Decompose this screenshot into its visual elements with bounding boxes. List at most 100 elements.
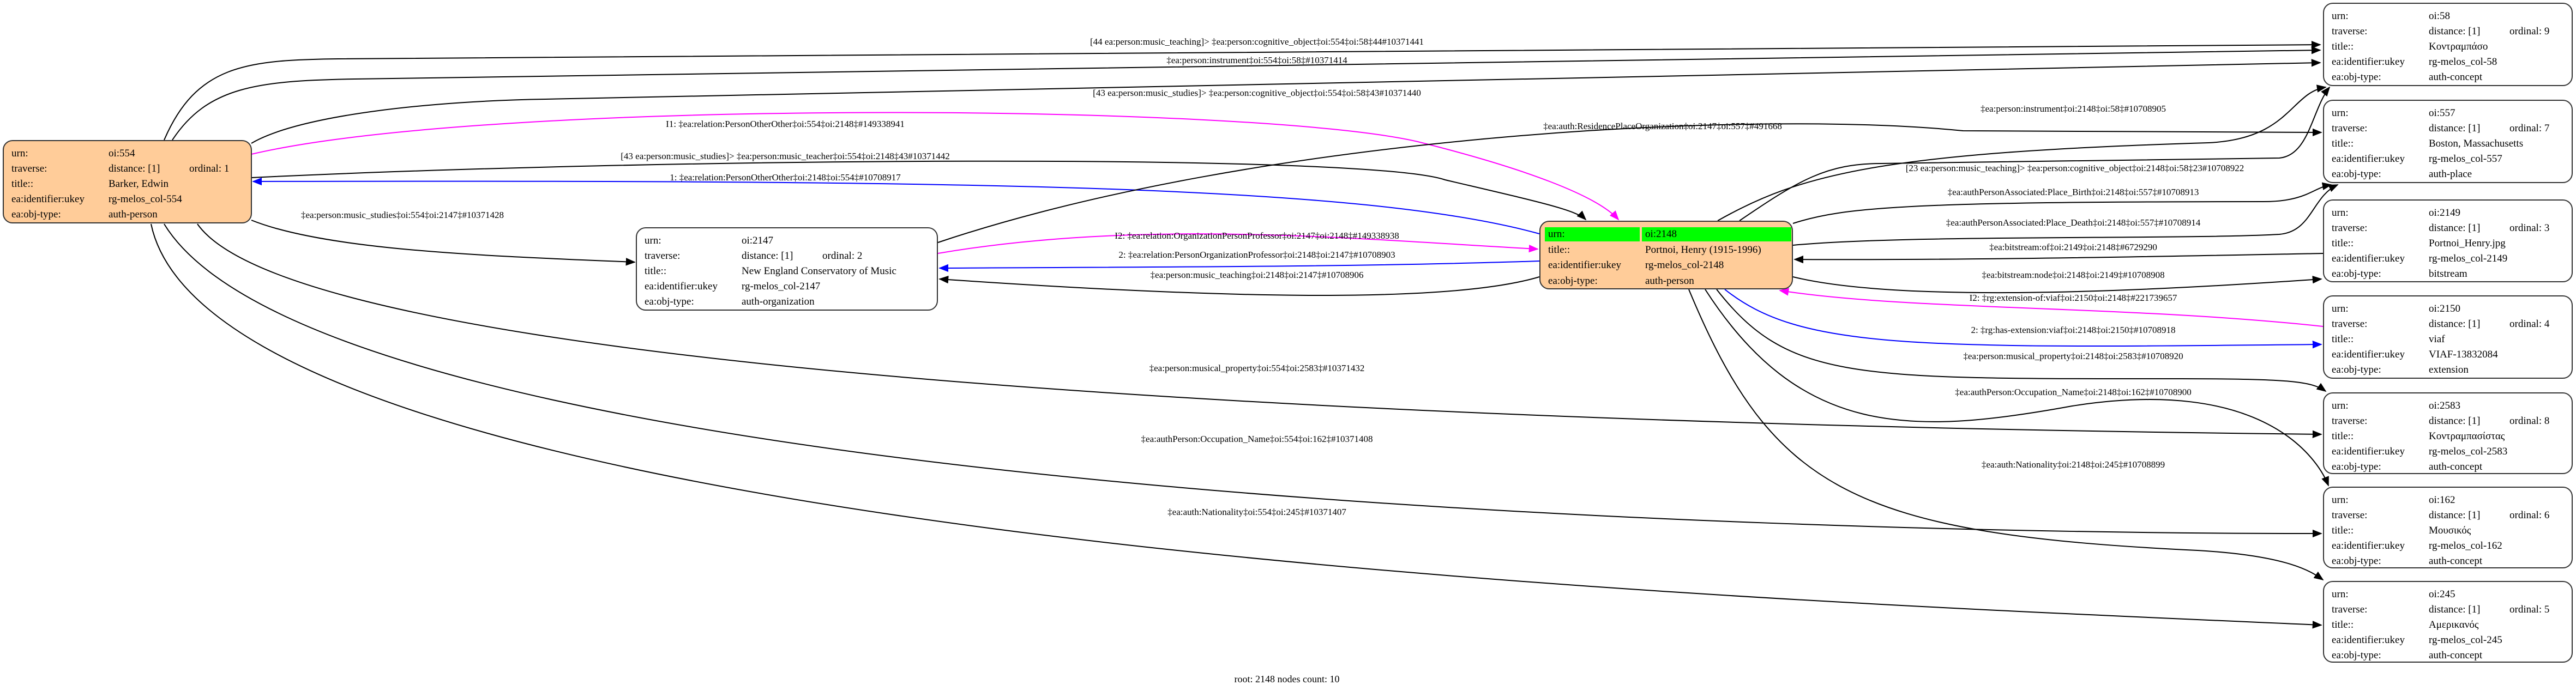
field-value: oi:2147 bbox=[742, 235, 774, 246]
field-label: traverse: bbox=[2332, 415, 2368, 427]
edge-label: [43 ea:person:music_studies]> ‡ea:person… bbox=[621, 151, 950, 161]
field-label: title:: bbox=[1548, 244, 1570, 256]
field-label: title:: bbox=[2332, 138, 2354, 149]
edge-oi2148-to-oi2150 bbox=[1724, 289, 2322, 349]
edge-oi554-to-oi2583 bbox=[197, 223, 2322, 439]
field-value: Boston, Massachusetts bbox=[2429, 138, 2524, 149]
field-label: ea:identifier:ukey bbox=[2332, 349, 2405, 360]
field-value: auth-place bbox=[2429, 168, 2472, 180]
graph-footer: root: 2148 nodes count: 10 bbox=[1234, 674, 1340, 684]
edge-oi2147-to-oi557 bbox=[937, 123, 2322, 243]
field-label: urn: bbox=[2332, 107, 2349, 119]
field-label: ea:identifier:ukey bbox=[2332, 56, 2405, 68]
field-value: VIAF-13832084 bbox=[2429, 349, 2498, 360]
field-value: Μουσικός bbox=[2429, 525, 2471, 536]
ordinal-value: ordinal: 3 bbox=[2509, 222, 2550, 234]
graph-node-oi-2147[interactable]: urn: oi:2147 traverse: distance: [1] ordinal… bbox=[636, 227, 938, 311]
edge-oi2148-to-oi162 bbox=[1705, 289, 2329, 487]
field-label: traverse: bbox=[2332, 604, 2368, 615]
field-value: Barker, Edwin bbox=[109, 178, 169, 190]
field-value: Portnoi, Henry (1915-1996) bbox=[1645, 244, 1761, 256]
edge-oi554-to-oi2148 bbox=[251, 160, 1587, 221]
edge-oi554-to-oi2148 bbox=[251, 112, 1620, 221]
field-value: distance: [1] bbox=[742, 250, 793, 262]
field-value: oi:2149 bbox=[2429, 207, 2461, 219]
field-label: urn: bbox=[11, 148, 28, 159]
field-label: urn: bbox=[645, 235, 661, 246]
field-label: ea:identifier:ukey bbox=[2332, 540, 2405, 551]
edge-label: ‡ea:auth:Nationality‡oi:554‡oi:245‡#1037… bbox=[1167, 507, 1346, 517]
ordinal-value: ordinal: 4 bbox=[2509, 318, 2550, 330]
edge-oi2148-to-oi245 bbox=[1688, 289, 2324, 581]
edge-label: ‡ea:auth:ResidencePlaceOrganization‡oi:2… bbox=[1543, 121, 1782, 131]
ordinal-value: ordinal: 6 bbox=[2509, 510, 2550, 521]
field-value: auth-person bbox=[109, 209, 158, 220]
field-value: rg-melos_col-2148 bbox=[1645, 259, 1724, 271]
field-label: title:: bbox=[11, 178, 34, 190]
ordinal-value: ordinal: 2 bbox=[822, 250, 863, 262]
field-label: urn: bbox=[2332, 494, 2349, 506]
field-label: ea:identifier:ukey bbox=[1548, 259, 1621, 271]
edge-oi554-to-oi2147 bbox=[251, 220, 636, 266]
field-label: title:: bbox=[2332, 431, 2354, 442]
field-value: oi:58 bbox=[2429, 10, 2451, 22]
field-value: distance: [1] bbox=[109, 163, 160, 174]
edge-oi2148-to-oi2147 bbox=[938, 260, 1540, 272]
field-value: rg-melos_col-2147 bbox=[742, 281, 821, 292]
field-label: urn: bbox=[2332, 400, 2349, 411]
edge-label: [23 ea:person:music_teaching]> ‡ea:perso… bbox=[1905, 163, 2244, 173]
field-value: auth-concept bbox=[2429, 650, 2483, 661]
field-value: oi:2583 bbox=[2429, 400, 2461, 411]
field-value: rg-melos_col-2583 bbox=[2429, 446, 2508, 457]
field-value: oi:2148 bbox=[1642, 227, 1791, 241]
edge-oi2150-to-oi2148 bbox=[1779, 288, 2324, 327]
edge-label: ‡ea:person:instrument‡oi:2148‡oi:58‡#107… bbox=[1981, 104, 2166, 114]
edge-label: 1: ‡ea:relation:PersonOtherOther‡oi:2148… bbox=[670, 172, 901, 183]
field-label: traverse: bbox=[645, 250, 681, 262]
edge-oi2149-to-oi2148 bbox=[1793, 253, 2324, 264]
field-label: ea:obj-type: bbox=[2332, 71, 2381, 83]
edge-oi2148-to-oi2583 bbox=[1716, 289, 2327, 392]
edge-label: ‡ea:bitstream:node‡oi:2148‡oi:2149‡#1070… bbox=[1982, 270, 2165, 280]
field-label: ea:identifier:ukey bbox=[2332, 253, 2405, 264]
field-value: distance: [1] bbox=[2429, 318, 2481, 330]
field-label: traverse: bbox=[11, 163, 47, 174]
field-value: rg-melos_col-162 bbox=[2429, 540, 2502, 551]
edge-label: 2: ‡ea:relation:PersonOrganizationProfes… bbox=[1118, 250, 1395, 260]
edge-oi554-to-oi245 bbox=[151, 223, 2322, 629]
edge-label: ‡ea:person:instrument‡oi:554‡oi:58‡#1037… bbox=[1166, 55, 1347, 65]
field-label: title:: bbox=[645, 265, 667, 277]
field-value: oi:557 bbox=[2429, 107, 2455, 119]
field-label: ea:identifier:ukey bbox=[645, 281, 718, 292]
field-value: New England Conservatory of Music bbox=[742, 265, 896, 277]
edge-oi2148-to-oi58 bbox=[1739, 86, 2331, 221]
edge-label: ‡ea:authPerson:Occupation_Name‡oi:554‡oi… bbox=[1141, 434, 1373, 444]
field-value: bitstream bbox=[2429, 268, 2467, 280]
edge-label: ‡ea:auth:Nationality‡oi:2148‡oi:245‡#107… bbox=[1981, 459, 2165, 470]
field-value: oi:2150 bbox=[2429, 303, 2461, 314]
field-label: title:: bbox=[2332, 238, 2354, 249]
edge-oi554-to-oi162 bbox=[164, 223, 2322, 538]
ordinal-value: ordinal: 1 bbox=[189, 163, 230, 174]
field-value: Αμερικανός bbox=[2429, 619, 2479, 631]
field-value: Κοντραμπάσο bbox=[2429, 41, 2488, 52]
field-value: distance: [1] bbox=[2429, 604, 2481, 615]
field-value: auth-concept bbox=[2429, 555, 2483, 567]
edge-oi2148-to-oi554 bbox=[252, 177, 1540, 234]
field-label: ea:identifier:ukey bbox=[2332, 634, 2405, 646]
field-value: rg-melos_col-2149 bbox=[2429, 253, 2508, 264]
edge-oi2148-to-oi2147 bbox=[938, 275, 1540, 296]
ordinal-value: ordinal: 5 bbox=[2509, 604, 2550, 615]
edge-label: ‡ea:person:musical_property‡oi:2148‡oi:2… bbox=[1963, 351, 2183, 361]
edge-label: ‡ea:person:music_studies‡oi:554‡oi:2147‡… bbox=[300, 210, 504, 220]
